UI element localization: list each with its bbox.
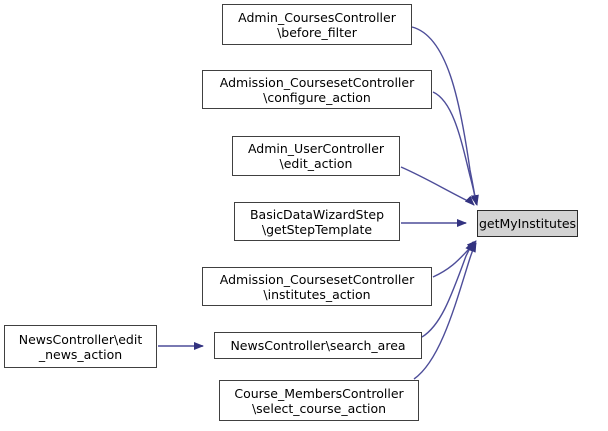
node-label: Admin_CoursesController \before_filter bbox=[238, 9, 396, 40]
node-admission-courseset-controller-configure-action[interactable]: Admission_CoursesetController \configure… bbox=[202, 70, 432, 109]
node-label: NewsController\edit _news_action bbox=[18, 331, 143, 362]
edge-edit-action-to-target bbox=[400, 166, 475, 206]
edge-configure-action-to-target bbox=[432, 91, 479, 206]
node-label: Admin_UserController \edit_action bbox=[247, 141, 385, 171]
node-label: BasicDataWizardStep \getStepTemplate bbox=[249, 206, 385, 237]
node-get-my-institutes[interactable]: getMyInstitutes bbox=[477, 210, 578, 237]
node-label: NewsController\search_area bbox=[230, 338, 406, 353]
edge-select-course-action-to-target bbox=[413, 242, 477, 380]
node-admin-user-controller-edit-action[interactable]: Admin_UserController \edit_action bbox=[232, 136, 400, 176]
node-admin-courses-controller-before-filter[interactable]: Admin_CoursesController \before_filter bbox=[222, 4, 412, 45]
node-label: Admission_CoursesetController \institute… bbox=[219, 271, 415, 302]
node-news-controller-search-area[interactable]: NewsController\search_area bbox=[214, 332, 422, 359]
node-admission-courseset-controller-institutes-action[interactable]: Admission_CoursesetController \institute… bbox=[202, 267, 432, 306]
node-label: Admission_CoursesetController \configure… bbox=[219, 74, 415, 105]
node-label: Course_MembersController \select_course_… bbox=[234, 385, 404, 416]
node-news-controller-edit-news-action[interactable]: NewsController\edit _news_action bbox=[4, 325, 157, 368]
node-course-members-controller-select-course-action[interactable]: Course_MembersController \select_course_… bbox=[219, 380, 419, 421]
node-basic-data-wizard-step-get-step-template[interactable]: BasicDataWizardStep \getStepTemplate bbox=[234, 202, 400, 241]
node-label: getMyInstitutes bbox=[478, 216, 577, 231]
